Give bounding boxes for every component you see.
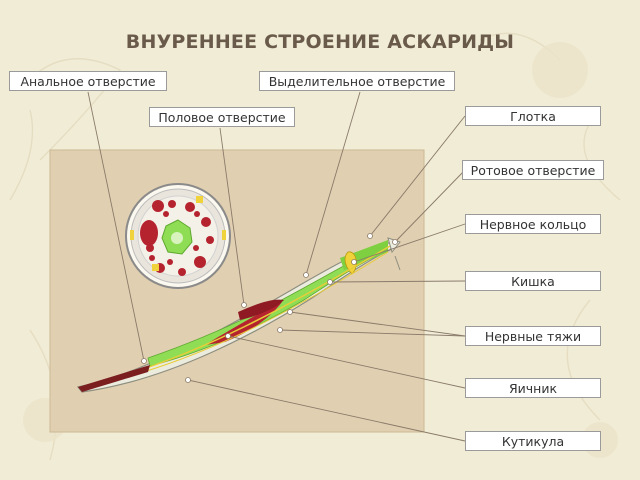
- cross-section: [126, 184, 230, 288]
- label-anal-opening: Анальное отверстие: [9, 71, 167, 91]
- label-mouth-opening: Ротовое отверстие: [462, 160, 604, 180]
- label-pharynx: Глотка: [465, 106, 601, 126]
- label-cuticle: Кутикула: [465, 431, 601, 451]
- label-intestine: Кишка: [465, 271, 601, 291]
- label-genital-opening: Половое отверстие: [149, 107, 295, 127]
- label-nerve-ring: Нервное кольцо: [465, 214, 601, 234]
- illustration-panel: [50, 150, 424, 432]
- label-ovary: Яичник: [465, 378, 601, 398]
- label-nerve-cords: Нервные тяжи: [465, 326, 601, 346]
- label-excretory-opening: Выделительное отверстие: [259, 71, 455, 91]
